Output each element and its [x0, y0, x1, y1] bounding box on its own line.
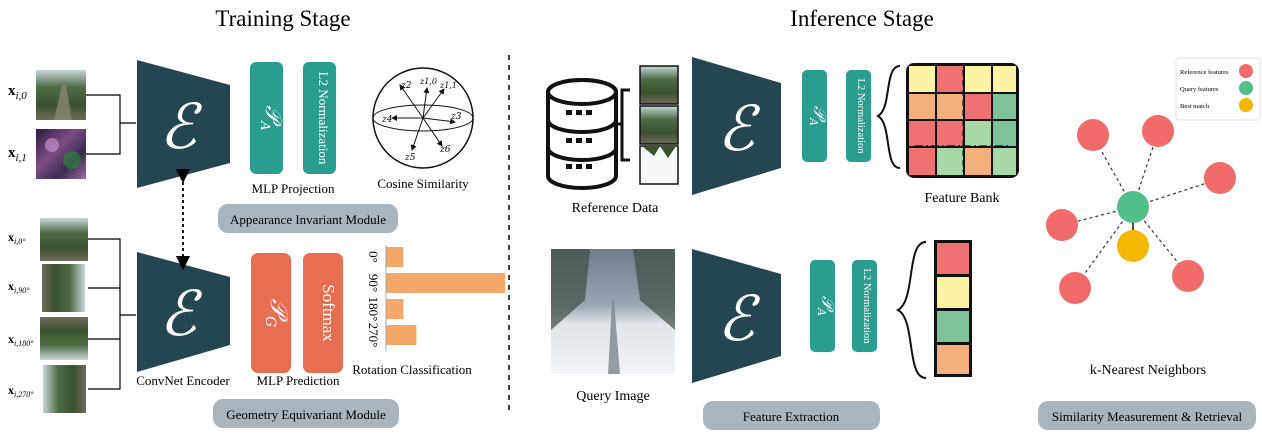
- geometry-module-pill: [213, 399, 399, 428]
- input-image-rot270: [43, 365, 86, 413]
- svg-text:z2: z2: [400, 81, 412, 91]
- inference-projection-top: [802, 70, 827, 162]
- rotation-bar-2: [386, 299, 404, 319]
- reference-node: [1204, 162, 1236, 194]
- appearance-module-label: Appearance Invariant Module: [230, 212, 386, 227]
- reference-node: [1059, 272, 1091, 304]
- query-feature-vector: [934, 240, 972, 377]
- feature-bank-grid: [906, 63, 1019, 178]
- encoder-top: ℰ: [137, 60, 230, 188]
- svg-text:z3: z3: [450, 112, 462, 122]
- mlp-projection-head: 𝒫A L2 Normalization MLP Projection: [250, 62, 336, 196]
- inference-l2-bottom: [852, 260, 877, 352]
- feature-extraction-label: Feature Extraction: [743, 409, 840, 424]
- input-image-rot0: [40, 218, 88, 261]
- mlp-prediction-label: MLP Prediction: [257, 373, 340, 388]
- appearance-module-pill: [218, 204, 398, 233]
- convnet-encoder-label: ConvNet Encoder: [136, 373, 230, 388]
- svg-text:ℰ: ℰ: [717, 92, 760, 165]
- svg-text:z1,1: z1,1: [439, 81, 457, 90]
- reference-node: [1142, 115, 1174, 147]
- reference-node: [1046, 209, 1078, 241]
- svg-text:z1,0: z1,0: [419, 77, 437, 86]
- similarity-module-pill: [1038, 401, 1256, 430]
- database-icon: [546, 78, 618, 190]
- encoder-bottom: ℰ: [137, 252, 230, 372]
- input-label-xi1: xi,1: [8, 145, 27, 164]
- legend-swatch-reference: [1239, 64, 1253, 78]
- encoder-symbol-bottom: ℰ: [159, 277, 202, 350]
- reference-image-3: [639, 145, 679, 185]
- input-label-xi180deg: xi,180°: [8, 332, 34, 348]
- legend-swatch-best-match: [1239, 98, 1253, 112]
- svg-text:L2 Normalization: L2 Normalization: [861, 269, 872, 345]
- input-image-rot180: [40, 317, 88, 360]
- cosine-sphere: z2 z1,0 z1,1 z4 z3 z5 z6 Cosine Similari…: [372, 67, 474, 191]
- reference-data-label: Reference Data: [572, 201, 659, 216]
- rotation-bar-0: [386, 247, 404, 267]
- training-top-inputs: xi,0 xi,1: [8, 70, 136, 179]
- input-image-rot90: [42, 264, 85, 312]
- feature-bank-brace: [875, 65, 901, 169]
- query-feature-brace: [895, 241, 927, 379]
- training-stage-title: Training Stage: [215, 6, 350, 31]
- svg-text:z5: z5: [404, 153, 416, 163]
- svg-text:z6: z6: [439, 145, 451, 155]
- best-match-node: [1117, 230, 1149, 262]
- legend-swatch-query: [1239, 81, 1253, 95]
- rotation-tick-1: 90°: [366, 274, 381, 292]
- l2-norm-label-top: L2 Normalization: [316, 72, 331, 165]
- reference-image-1: [639, 65, 679, 105]
- rotation-bar-3: [386, 325, 417, 345]
- reference-node: [1077, 119, 1109, 151]
- knn-legend: Reference features Query features Best m…: [1175, 57, 1261, 121]
- reference-bracket: [614, 88, 630, 162]
- query-node: [1117, 191, 1149, 223]
- legend-label-best-match: Best match: [1180, 103, 1210, 110]
- svg-text:z4: z4: [381, 115, 393, 125]
- inference-l2-top: [846, 70, 871, 162]
- inference-encoder-bottom: ℰ: [692, 249, 781, 383]
- reference-node: [1172, 260, 1204, 292]
- mlp-projection-label: MLP Projection: [252, 181, 335, 196]
- input-label-xi0: xi,0: [8, 83, 27, 102]
- input-label-xi270deg: xi,270°: [8, 383, 34, 399]
- rotation-tick-0: 0°: [366, 251, 381, 263]
- feature-extraction-pill: [703, 401, 880, 430]
- svg-text:L2 Normalization: L2 Normalization: [855, 79, 866, 155]
- cosine-similarity-label: Cosine Similarity: [377, 176, 469, 191]
- softmax-block: [303, 253, 343, 373]
- projection-block-pa: [250, 62, 283, 174]
- input-label-xi90deg: xi,90°: [8, 279, 30, 295]
- l2-norm-block-top: [303, 62, 336, 174]
- rotation-classification-chart: 0° 90° 180°270°: [366, 245, 506, 351]
- inference-projection-bottom: [810, 260, 835, 352]
- reference-image-2: [639, 105, 679, 145]
- geometry-module-label: Geometry Equivariant Module: [226, 407, 386, 422]
- mlp-prediction-head: 𝒫G Softmax MLP Prediction: [251, 253, 343, 388]
- feature-bank-label: Feature Bank: [924, 191, 999, 206]
- rotation-tick-3: 270°: [366, 323, 381, 348]
- legend-label-reference: Reference features: [1180, 69, 1229, 76]
- training-bottom-inputs: xi,0° xi,90° xi,180° xi,270°: [8, 218, 136, 413]
- prediction-block-pg: [251, 253, 291, 373]
- knn-graph: [1046, 115, 1236, 304]
- query-image-label: Query Image: [576, 389, 649, 404]
- rotation-tick-2: 180°: [366, 297, 381, 322]
- rotation-classification-label: Rotation Classification: [352, 362, 472, 377]
- encoder-symbol-top: ℰ: [159, 90, 202, 163]
- rotation-bar-1: [386, 273, 506, 293]
- knn-label: k-Nearest Neighbors: [1090, 363, 1206, 378]
- legend-label-query: Query features: [1180, 86, 1219, 93]
- input-label-xi0deg: xi,0°: [8, 230, 26, 246]
- svg-text:ℰ: ℰ: [717, 282, 760, 355]
- inference-stage-title: Inference Stage: [790, 6, 934, 31]
- inference-encoder-top: ℰ: [692, 57, 781, 195]
- softmax-label: Softmax: [319, 284, 338, 342]
- similarity-module-label: Similarity Measurement & Retrieval: [1052, 409, 1243, 424]
